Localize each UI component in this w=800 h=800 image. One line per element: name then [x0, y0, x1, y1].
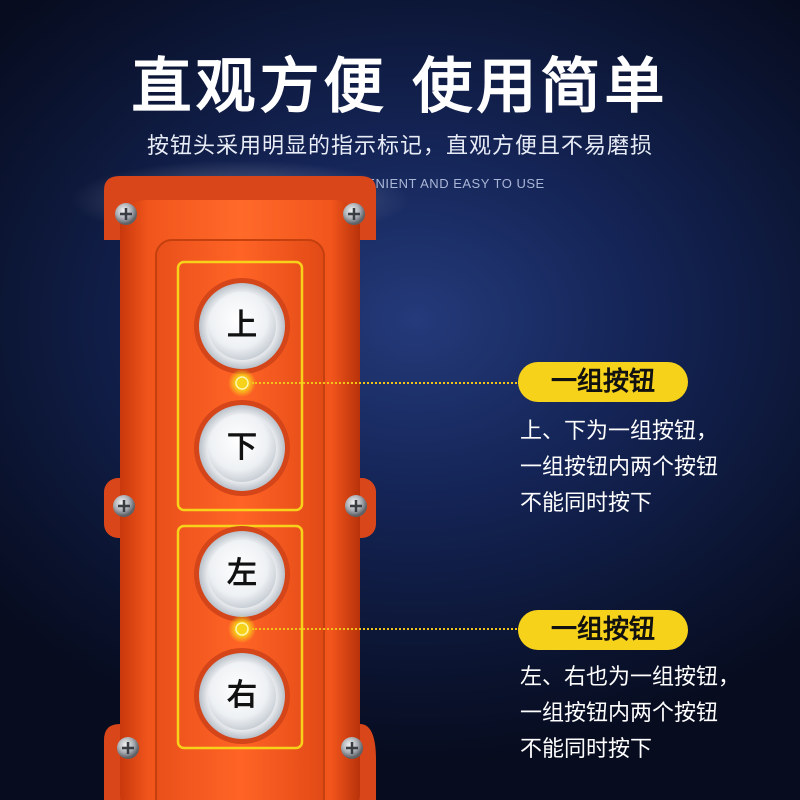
group-description-up-down: 上、下为一组按钮， 一组按钮内两个按钮 不能同时按下 [520, 414, 718, 522]
screw-icon [343, 203, 365, 225]
group-description-left-right: 左、右也为一组按钮， 一组按钮内两个按钮 不能同时按下 [520, 660, 740, 768]
description-line: 上、下为一组按钮， [520, 419, 719, 444]
description-line: 一组按钮内两个按钮 [520, 455, 719, 480]
indicator-dot-icon [228, 369, 256, 397]
group-badge-up-down: 一组按钮 [518, 362, 688, 402]
button-right[interactable] [194, 648, 290, 744]
description-line: 不能同时按下 [520, 491, 653, 516]
indicator-dot-icon [228, 615, 256, 643]
callout-connector [252, 382, 520, 384]
button-left[interactable] [194, 526, 290, 622]
headline: 直观方便 使用简单 [131, 52, 669, 122]
callout-connector [252, 628, 520, 630]
button-up[interactable] [194, 278, 290, 374]
button-up-label: 上 [227, 308, 257, 343]
button-right-label: 右 [227, 678, 257, 713]
button-down[interactable] [194, 400, 290, 496]
group-frame-left-right [176, 524, 304, 750]
button-down-label: 下 [227, 430, 257, 465]
description-line: 一组按钮内两个按钮 [520, 701, 719, 726]
description-line: 左、右也为一组按钮， [520, 665, 741, 690]
group-frame-up-down [176, 260, 304, 512]
screw-icon [341, 737, 363, 759]
group-badge-left-right: 一组按钮 [518, 610, 688, 650]
screw-icon [345, 495, 367, 517]
screw-icon [115, 203, 137, 225]
description-line: 不能同时按下 [520, 737, 653, 762]
subheadline: 按钮头采用明显的指示标记，直观方便且不易磨损 [146, 134, 653, 159]
button-left-label: 左 [227, 556, 257, 591]
screw-icon [117, 737, 139, 759]
screw-icon [113, 495, 135, 517]
